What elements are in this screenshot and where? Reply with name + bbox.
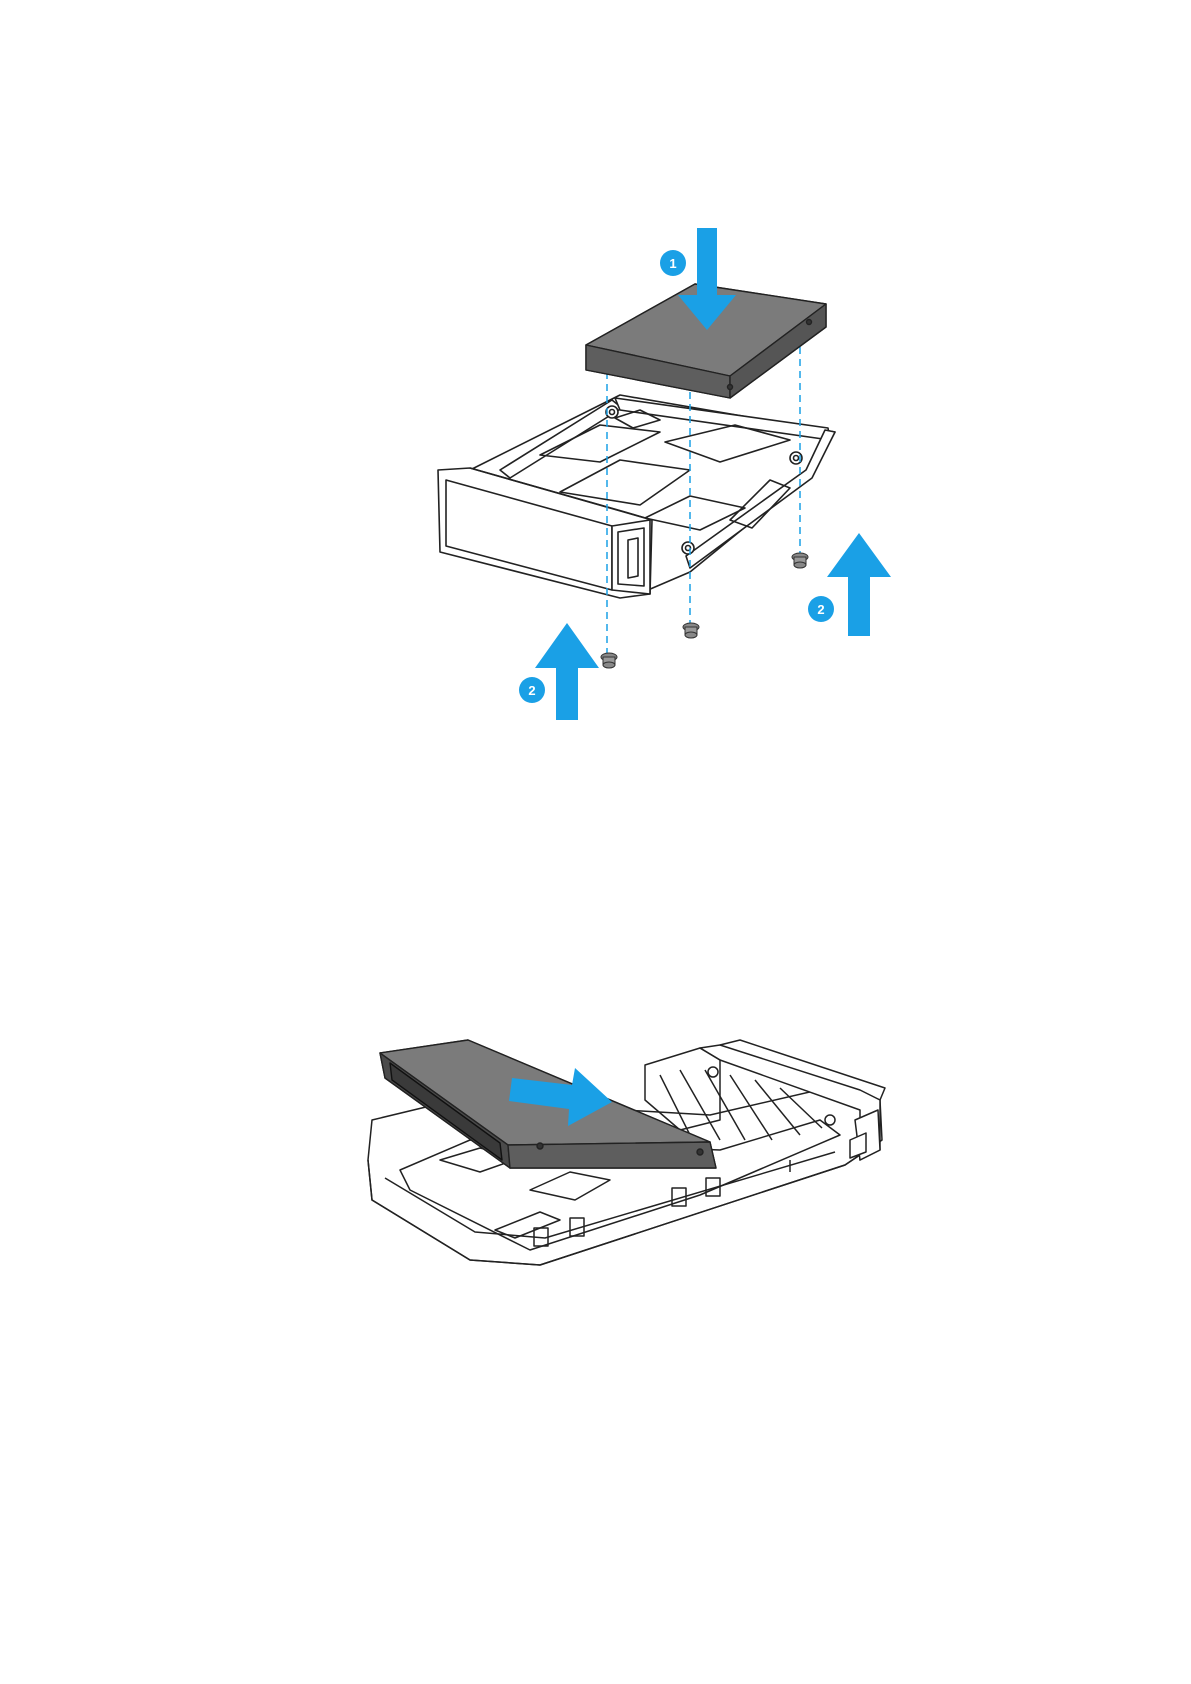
step-badge-2-left-label: 2 [528,683,535,698]
step-badge-1: 1 [660,250,686,276]
figure-drive-into-tray: 1 2 2 [438,228,891,720]
figure-drive-slide-into-tray [368,1040,885,1265]
arrow-up-icon [827,533,891,636]
step-badge-1-label: 1 [669,256,676,271]
arrow-up-icon [535,623,599,720]
step-badge-2-left: 2 [519,677,545,703]
step-badge-2-right: 2 [808,596,834,622]
step-badge-2-right-label: 2 [817,602,824,617]
drive-tray [438,395,835,598]
